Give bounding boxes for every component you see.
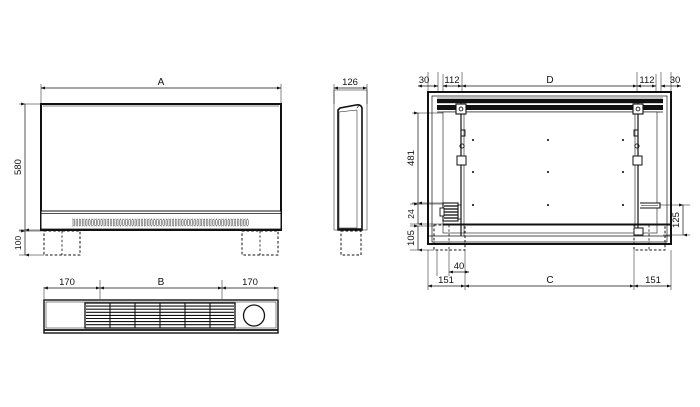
dim-125-label: 125: [671, 212, 682, 228]
dim-112-left-label: 112: [444, 75, 459, 86]
rear-top-rail: [437, 99, 663, 104]
dim-481-label: 481: [406, 150, 417, 166]
plan-control-knob: [242, 304, 266, 327]
side-body-profile: [337, 104, 363, 231]
dim-A-width: A: [40, 77, 282, 104]
plan-louvre-grille: [84, 302, 236, 329]
dim-40-label: 40: [454, 261, 465, 272]
dim-24-label: 24: [406, 209, 416, 219]
dim-151-right-label: 151: [645, 275, 661, 286]
rear-foot-right: [633, 224, 666, 251]
rear-outer-plate-inner: [431, 95, 668, 243]
dim-24-band: 24: [406, 202, 443, 226]
control-knob-circle: [242, 304, 266, 327]
rear-foot-left: [433, 224, 466, 251]
dim-105-label: 105: [406, 230, 417, 246]
rear-mounting-view: 30 112 D 112 30: [406, 72, 690, 290]
front-foot-right: [241, 230, 279, 256]
dim-125-right: 125: [660, 203, 690, 237]
dim-plan-row: 170 B 170: [43, 277, 279, 299]
rear-left-clip-a: [461, 129, 466, 137]
dim-151-left-label: 151: [438, 275, 454, 286]
bottom-plan-view: 170 B 170: [43, 277, 279, 334]
rear-top-rail-secondary: [437, 105, 663, 110]
dim-D-label: D: [546, 75, 553, 86]
rear-mounting-point-dots: [472, 139, 624, 206]
rear-terminal-cable-entry: [439, 207, 445, 217]
front-cabinet-outline: [40, 103, 282, 231]
dim-30-right-label: 30: [670, 75, 681, 86]
rear-terminal-block: [439, 202, 461, 222]
rear-right-hole-mid: [634, 143, 640, 149]
side-top-radius: [356, 105, 363, 109]
rear-inner-cavity: [442, 111, 658, 234]
dim-170-right-label: 170: [242, 277, 258, 288]
dim-rear-bottom-chain: 151 C 151: [427, 250, 672, 290]
side-foot-dashed: [340, 230, 362, 256]
rear-left-bracket-top: [455, 103, 467, 115]
dim-112-right-label: 112: [639, 75, 654, 86]
rear-left-mounting-rail: [455, 100, 467, 236]
rear-left-bracket-hole: [458, 106, 464, 112]
side-body-inner: [338, 109, 358, 229]
dim-rear-top-chain: 30 112 D 112 30: [417, 72, 681, 120]
rear-right-clip-a: [633, 129, 638, 137]
dim-A-label: A: [158, 77, 165, 88]
dim-105-foot: 105: [406, 224, 434, 252]
dim-C-label: C: [546, 275, 553, 286]
rear-left-clip-b: [456, 155, 467, 166]
rear-right-bracket-top: [632, 103, 644, 115]
front-outlet-perforations: [72, 218, 249, 227]
side-elevation-view: 126: [333, 77, 368, 256]
rear-right-bracket-hole: [635, 106, 641, 112]
rear-right-clip-bottom: [633, 227, 644, 236]
dim-B-label: B: [158, 277, 165, 288]
rear-right-clip-b: [632, 155, 643, 166]
dim-30-left-label: 30: [419, 75, 430, 86]
dim-580-label: 580: [13, 159, 24, 175]
rear-right-mounting-rail: [632, 100, 661, 236]
dim-126-label: 126: [342, 77, 358, 88]
front-foot-left: [43, 230, 81, 256]
dim-481-inner-height: 481: [406, 111, 443, 205]
front-elevation-view: A 580 100: [13, 77, 282, 257]
dim-40-inset: 40: [436, 250, 469, 276]
dim-100-label: 100: [13, 236, 23, 250]
dim-170-left-label: 170: [59, 277, 75, 288]
rear-left-hole-mid: [459, 143, 465, 149]
dim-100-foot-height: 100: [13, 229, 44, 257]
